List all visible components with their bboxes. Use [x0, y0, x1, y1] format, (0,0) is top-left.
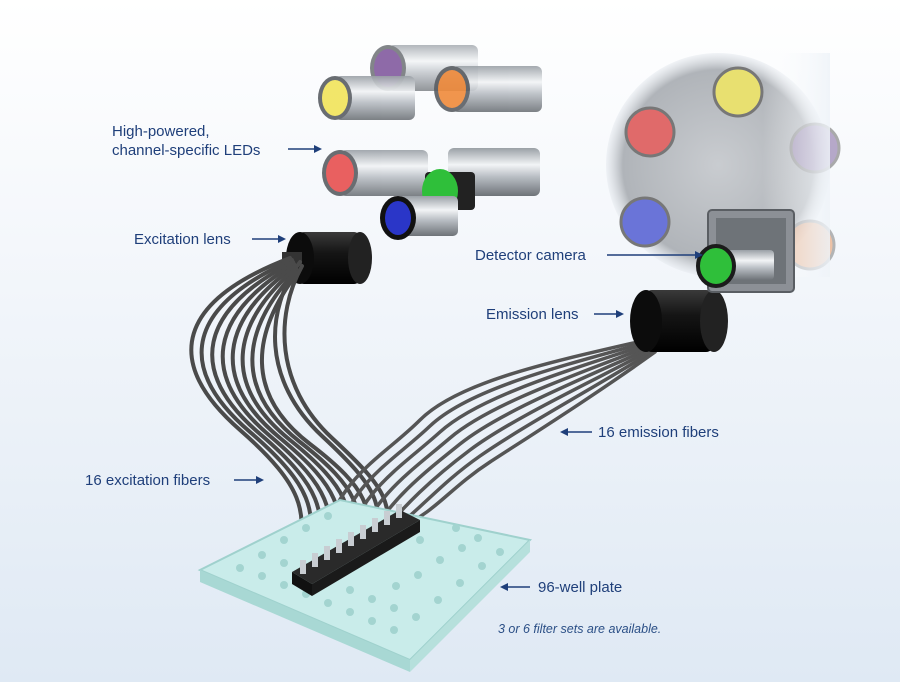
- label-excitation-lens: Excitation lens: [134, 231, 231, 248]
- wells: [236, 512, 504, 634]
- label-emission-lens: Emission lens: [486, 306, 579, 323]
- arrow-detector-camera: [607, 250, 703, 260]
- arrow-excitation-lens: [252, 234, 286, 244]
- label-emission-fibers: 16 emission fibers: [598, 424, 719, 441]
- led-orange: [434, 66, 542, 112]
- led-blue: [380, 196, 458, 240]
- well-plate: [197, 498, 533, 672]
- arrow-excitation-fibers: [234, 475, 264, 485]
- led-modules: [318, 45, 542, 240]
- detector-camera: [696, 209, 795, 293]
- arrow-leds: [288, 144, 322, 154]
- filter-sets-note: 3 or 6 filter sets are available.: [498, 622, 662, 636]
- emission-lens: [630, 290, 728, 352]
- label-leds-line2: channel-specific LEDs: [112, 142, 261, 159]
- label-leds: High-powered, channel-specific LEDs: [112, 122, 260, 160]
- filter-wheel: [606, 53, 841, 277]
- label-excitation-fibers: 16 excitation fibers: [85, 472, 211, 489]
- label-well-plate: 96-well plate: [538, 579, 623, 596]
- arrow-emission-fibers: [560, 427, 592, 437]
- led-yellow: [318, 76, 415, 120]
- label-detector-camera: Detector camera: [475, 247, 586, 264]
- label-leds-line1: High-powered,: [112, 123, 210, 140]
- arrow-well-plate: [500, 582, 530, 592]
- fiber-connector-block: [292, 504, 420, 596]
- emission-fibers: [318, 336, 657, 562]
- led-red: [322, 150, 428, 196]
- arrow-emission-lens: [594, 309, 624, 319]
